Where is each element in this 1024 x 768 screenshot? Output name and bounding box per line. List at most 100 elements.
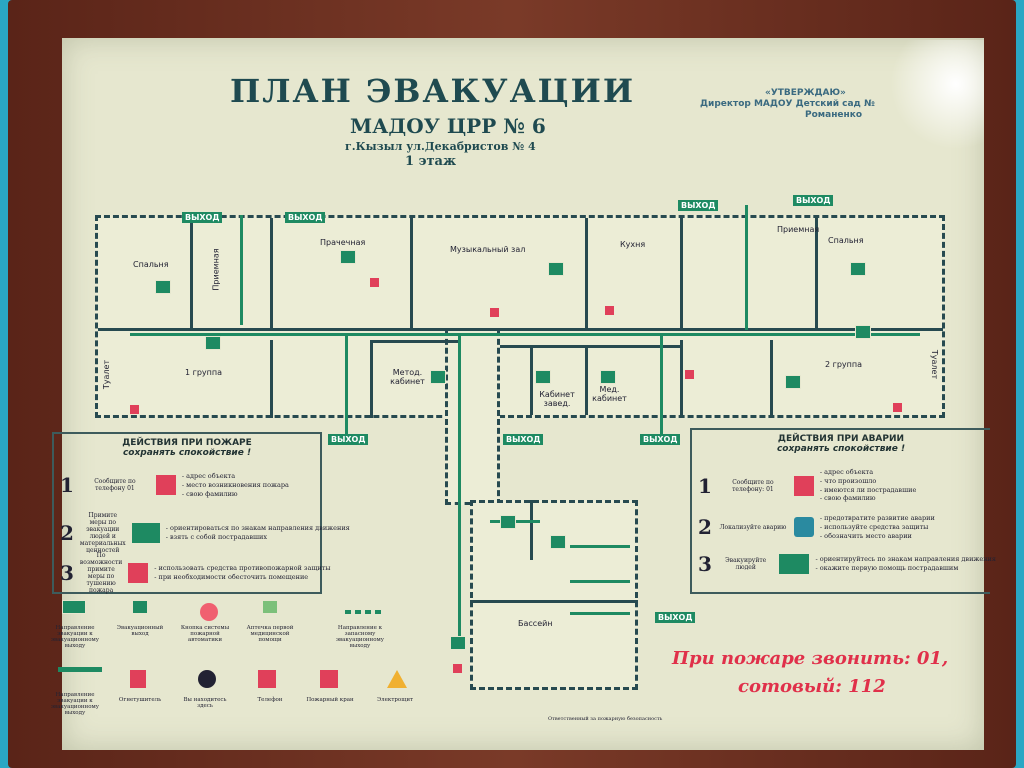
glass-glare <box>890 40 984 150</box>
approval-director: Директор МАДОУ Детский сад № <box>700 99 875 109</box>
fire-step-1: 1 Сообщите по телефону 01 - адрес объекта … <box>60 472 326 498</box>
alarm-button-icon <box>200 603 218 621</box>
room-label: Метод. кабинет <box>390 368 425 386</box>
step-details: - использовать средства противопожарной … <box>154 564 331 581</box>
fire-hydrant-icon <box>685 370 694 379</box>
exit-sign: ВЫХОД <box>655 612 696 623</box>
exit-sign: ВЫХОД <box>285 212 326 223</box>
step-label: Эвакуируйте людей <box>725 557 767 571</box>
fire-extinguisher-icon <box>490 308 499 317</box>
wall <box>270 218 273 328</box>
legend-item: Вы находитесь здесь <box>183 697 227 709</box>
room-label: Кабинет завед. <box>539 390 575 408</box>
evacuation-sign-icon <box>205 336 221 350</box>
fire-extinguisher-icon <box>893 403 902 412</box>
corridor-wall <box>98 328 943 331</box>
approval-title: «УТВЕРЖДАЮ» <box>765 88 846 98</box>
room-label: Спальня <box>133 260 169 269</box>
accident-panel-title: ДЕЙСТВИЯ ПРИ АВАРИИ <box>777 434 905 444</box>
step-number: 3 <box>60 561 74 585</box>
accident-panel-motto: сохранять спокойствие ! <box>776 444 906 454</box>
evacuation-route <box>570 612 630 615</box>
legend-item: Пожарный кран <box>306 697 354 703</box>
fire-panel-title: ДЕЙСТВИЯ ПРИ ПОЖАРЕ <box>122 438 252 448</box>
exit-sign: ВЫХОД <box>640 434 681 445</box>
exit-sign: ВЫХОД <box>503 434 544 445</box>
room-label: 1 группа <box>185 368 223 377</box>
step-label: Примите меры по эвакуации людей и матери… <box>79 512 126 554</box>
step-details: - адрес объекта - место возникновения по… <box>181 472 289 498</box>
evacuation-route <box>458 336 461 646</box>
room-label: Туалет <box>102 359 112 390</box>
phone-icon <box>155 475 176 496</box>
room-label: Кухня <box>620 240 646 249</box>
exit-sign: ВЫХОД <box>182 212 223 223</box>
exit-icon <box>132 600 148 614</box>
fire-extinguisher-icon <box>130 670 146 688</box>
room-label: Спальня <box>828 236 864 245</box>
evacuation-route <box>570 580 630 583</box>
wall <box>680 218 683 328</box>
evacuation-route <box>745 205 748 330</box>
step-label: По возможности примите меры по тушению п… <box>79 552 123 594</box>
legend-item: Эвакуационный выход <box>116 625 164 637</box>
legend-item: Направление эвакуации к эвакуационному в… <box>50 625 100 649</box>
step-details: - ориентироваться по знакам направления … <box>165 524 350 541</box>
floor-plan-pool-wing <box>470 500 638 690</box>
evacuation-sign-icon <box>855 325 871 339</box>
wall <box>470 600 638 603</box>
evacuation-route <box>240 215 243 325</box>
exit-sign: ВЫХОД <box>328 434 369 445</box>
approval-name: Романенко <box>805 110 863 120</box>
wall <box>530 345 533 415</box>
footer-responsible: Ответственный за пожарную безопасность <box>548 716 663 722</box>
wall <box>815 218 818 328</box>
room-label: Приемная <box>777 225 820 234</box>
evacuation-arrow-icon <box>58 667 102 672</box>
plan-address: г.Кызыл ул.Декабристов № 4 <box>345 140 536 153</box>
evacuation-direction-icon <box>62 600 86 614</box>
accident-step-1: 1 Сообщите по телефону: 01 - адрес объекта… <box>698 468 996 503</box>
wall <box>500 345 680 348</box>
first-aid-icon <box>262 600 278 614</box>
step-details: - ориентируйтесь по знакам направления д… <box>815 555 996 572</box>
legend-item: Телефон <box>257 697 283 703</box>
step-number: 1 <box>698 473 712 498</box>
wall <box>410 218 413 328</box>
room-label: Приемная <box>211 248 221 291</box>
you-are-here-icon <box>198 670 216 688</box>
evacuation-route <box>130 333 920 336</box>
room-label: 2 группа <box>825 360 863 369</box>
floor-plan-main <box>95 215 945 418</box>
step-label: Сообщите по телефону 01 <box>94 478 136 493</box>
legend-item: Направление к запасному эвакуационному в… <box>335 625 385 649</box>
legend-item: Направление эвакуации к эвакуационному в… <box>50 692 100 716</box>
step-label: Сообщите по телефону: 01 <box>732 478 774 493</box>
evacuation-sign-icon <box>850 262 866 276</box>
plan-subtitle: МАДОУ ЦРР № 6 <box>350 114 546 138</box>
wall <box>370 340 460 343</box>
step-number: 1 <box>60 473 74 498</box>
plan-title: ПЛАН ЭВАКУАЦИИ <box>230 72 636 110</box>
fire-alarm-button-icon <box>605 306 614 315</box>
evacuation-route <box>660 336 663 436</box>
wall <box>585 345 588 415</box>
evacuation-sign-icon <box>535 370 551 384</box>
evacuation-route <box>570 545 630 548</box>
step-label: Локализуйте аварию <box>719 523 787 531</box>
room-label: Мед. кабинет <box>592 385 627 403</box>
legend-item: Аптечка первой медицинской помощи <box>246 625 294 643</box>
step-details: - адрес объекта - что произошло - имеютс… <box>819 468 917 503</box>
exit-sign: ВЫХОД <box>793 195 834 206</box>
fire-extinguisher-icon <box>130 405 139 414</box>
legend-item: Электрощит <box>376 697 414 703</box>
accident-actions-panel: ДЕЙСТВИЯ ПРИ АВАРИИ сохранять спокойстви… <box>690 428 996 594</box>
wall <box>270 340 273 418</box>
exit-sign-icon <box>131 523 160 543</box>
exit-sign: ВЫХОД <box>678 200 719 211</box>
evacuation-sign-icon <box>155 280 171 294</box>
evacuation-sign-icon <box>450 636 466 650</box>
wall <box>190 218 193 328</box>
step-number: 3 <box>698 552 712 576</box>
